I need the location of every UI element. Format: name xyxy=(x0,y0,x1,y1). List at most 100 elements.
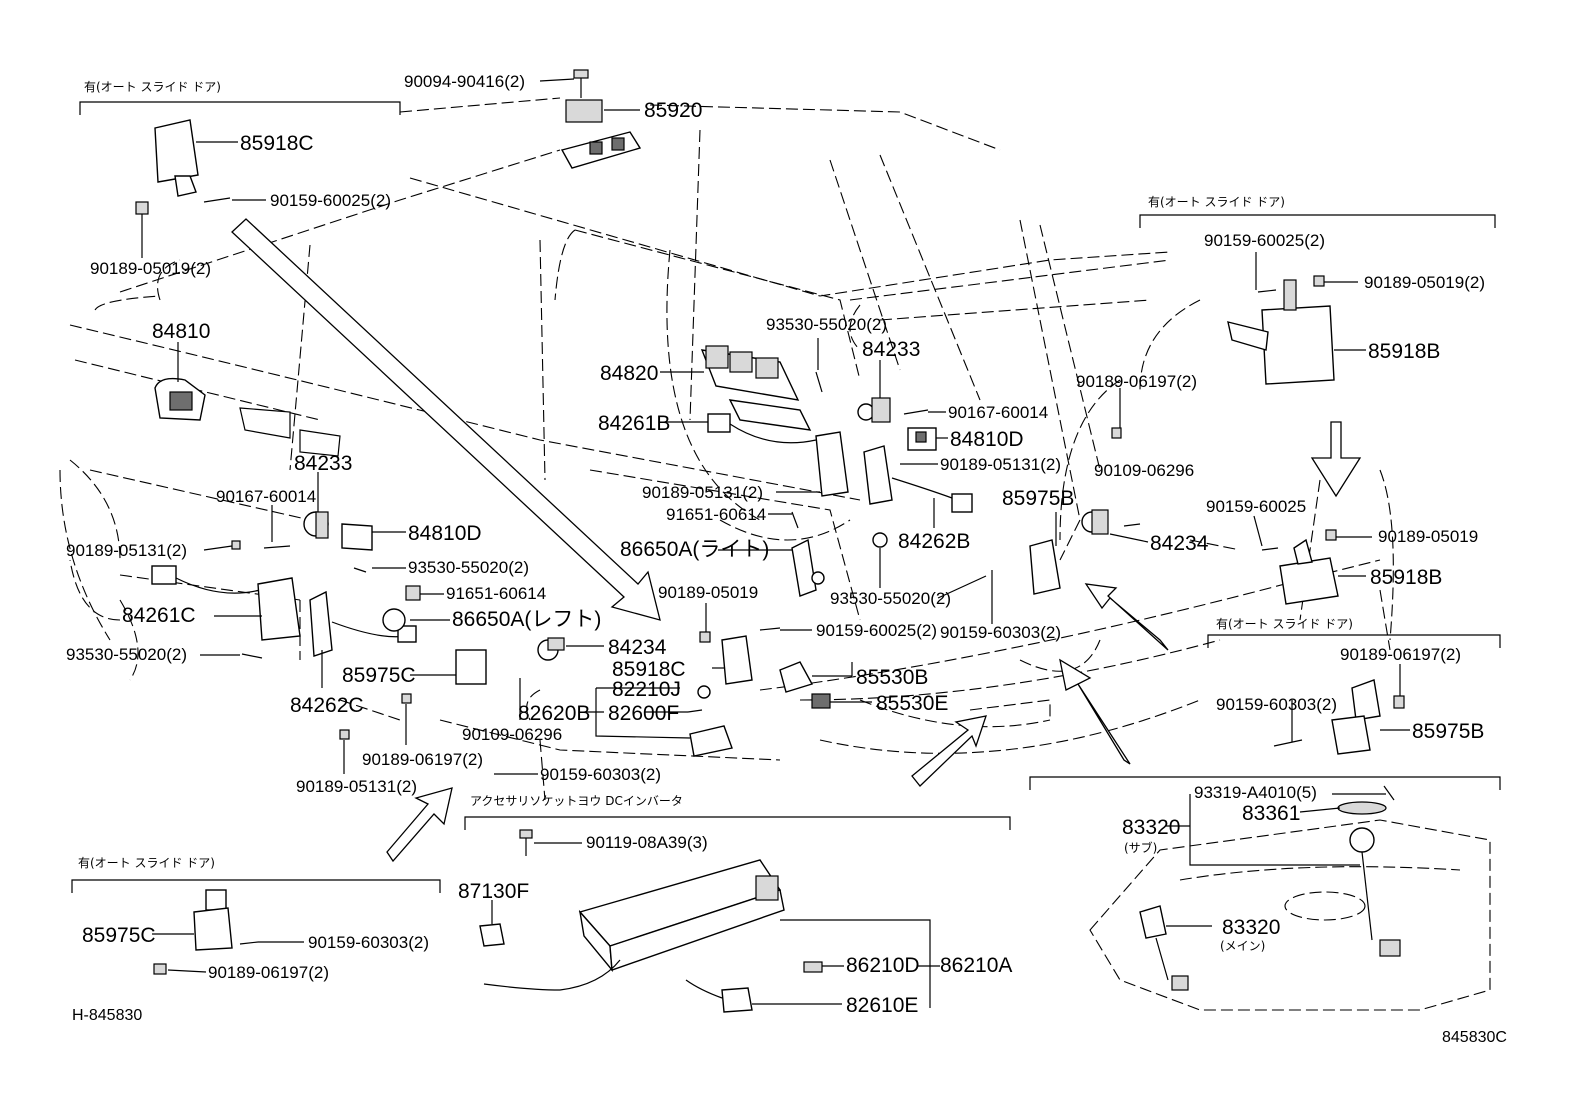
part-label: 83361 xyxy=(1242,802,1300,825)
arrow-up-left-right-1 xyxy=(1084,583,1169,651)
sensor-84233-right xyxy=(857,397,891,423)
part-label: 93530-55020(2) xyxy=(830,589,951,608)
sensor-84234-right xyxy=(1081,509,1109,535)
part-label: 90189-05019 xyxy=(1378,527,1478,546)
part-label: 90159-60025(2) xyxy=(1204,231,1325,250)
part-label: 93530-55020(2) xyxy=(408,558,529,577)
part-label: 90159-60303(2) xyxy=(940,623,1061,642)
part-label: 84820 xyxy=(600,362,658,385)
part-label: 90189-06197(2) xyxy=(208,963,329,982)
part-label: 85918C xyxy=(612,658,686,681)
part-label: 91651-60614 xyxy=(666,505,766,524)
part-label: 85975C xyxy=(82,924,156,947)
part-label: 90159-60025(2) xyxy=(816,621,937,640)
part-label: 85918C xyxy=(240,132,314,155)
part-label: 86210D xyxy=(846,954,920,977)
switch-84810D-right xyxy=(907,427,937,451)
switch-85530B xyxy=(779,661,814,693)
part-label: 84234 xyxy=(608,636,667,659)
part-label: 85530B xyxy=(856,666,928,689)
leader-lines xyxy=(141,78,1410,1008)
part-label: 90189-06197(2) xyxy=(1340,645,1461,664)
part-label-note: (サブ) xyxy=(1124,840,1157,855)
screw-82600F xyxy=(687,709,703,713)
screw-90159-60025-mid xyxy=(759,627,781,631)
clip-90189-left xyxy=(231,540,241,550)
part-labels: 有(オート スライド ドア) 有(オート スライド ドア) 有(オート スライド… xyxy=(66,72,1507,1046)
part-label: 93319-A4010(5) xyxy=(1194,783,1317,802)
part-label: 84234 xyxy=(1150,532,1209,555)
module-85975B-mid xyxy=(1029,539,1061,595)
section-label-auto-slide-door: 有(オート スライド ドア) xyxy=(1216,617,1353,631)
module-85918C-mid xyxy=(721,635,753,685)
part-label: 90189-05019(2) xyxy=(1364,273,1485,292)
part-label: 84262C xyxy=(290,694,364,717)
part-label: 84810D xyxy=(408,522,482,545)
part-label: 85975C xyxy=(342,664,416,687)
part-label: 82620B xyxy=(518,702,590,725)
part-label: 86650A(ライト) xyxy=(620,538,769,561)
module-85918B-low xyxy=(1261,529,1339,605)
part-label: 90167-60014 xyxy=(216,487,316,506)
part-label: 90189-05131(2) xyxy=(296,777,417,796)
part-label: 84261C xyxy=(122,604,196,627)
module-85975C-mid xyxy=(339,649,487,740)
connector-84262B xyxy=(863,445,973,513)
screw-90167-right xyxy=(903,409,929,415)
part-label: 91651-60614 xyxy=(446,584,546,603)
switch-84810D-left xyxy=(341,523,373,551)
part-label: 90167-60014 xyxy=(948,403,1048,422)
bolt-90094 xyxy=(573,69,589,98)
module-85918B-top xyxy=(1227,275,1335,385)
module-85975C-bl xyxy=(153,889,259,975)
part-label: 90189-06197(2) xyxy=(1076,372,1197,391)
part-label: 82610E xyxy=(846,994,918,1017)
arrow-up-left xyxy=(386,787,453,863)
connector-84261C xyxy=(151,565,301,641)
clip-90189-06197-r xyxy=(1111,427,1122,439)
screw-93530-mid xyxy=(353,567,367,573)
part-label: 84262B xyxy=(898,530,970,553)
switch-84810 xyxy=(154,377,206,421)
part-label: 85975B xyxy=(1002,487,1074,510)
part-label: 84233 xyxy=(862,338,920,361)
arrow-up-right-floor xyxy=(911,715,987,787)
part-label: 84810D xyxy=(950,428,1024,451)
door-handle-left xyxy=(239,407,341,457)
lamp-86650A-right xyxy=(791,538,825,597)
part-label: 84233 xyxy=(294,452,352,475)
part-label: 90189-05019 xyxy=(658,583,758,602)
arrow-diagonal-large xyxy=(231,218,661,621)
part-label: 85918B xyxy=(1368,340,1440,363)
lamp-86650A-left xyxy=(382,585,421,632)
part-label: 90109-06296 xyxy=(462,725,562,744)
part-label: 82600F xyxy=(608,702,679,725)
screw-91651-right xyxy=(791,511,799,529)
part-label: 93530-55020(2) xyxy=(766,315,887,334)
arrow-up-left-right-2 xyxy=(1059,658,1131,765)
power-window-switch-84820 xyxy=(700,345,812,431)
vehicle-body-outline xyxy=(59,97,1394,801)
part-label: 84810 xyxy=(152,320,210,343)
part-label: 90159-60303(2) xyxy=(540,765,661,784)
part-label: 83320 xyxy=(1122,816,1180,839)
part-label: 90159-60303(2) xyxy=(308,933,429,952)
direction-arrows xyxy=(231,218,1362,863)
sensor-84234-mid xyxy=(537,637,565,661)
connector-84261B xyxy=(707,413,849,497)
relay-82620B xyxy=(689,725,733,757)
part-label: 90189-06197(2) xyxy=(362,750,483,769)
section-brackets xyxy=(71,101,1501,893)
part-label: 90159-60025 xyxy=(1206,497,1306,516)
part-label: 85530E xyxy=(876,692,948,715)
section-label-auto-slide-door: 有(オート スライド ドア) xyxy=(1148,195,1285,209)
part-label: 90109-06296 xyxy=(1094,461,1194,480)
part-label: 90189-05019(2) xyxy=(90,259,211,278)
module-85920 xyxy=(560,99,642,169)
screw-93530-left xyxy=(241,653,263,659)
part-label: 90094-90416(2) xyxy=(404,72,525,91)
part-label: 83320 xyxy=(1222,916,1280,939)
part-label: 90119-08A39(3) xyxy=(586,833,708,852)
part-label: 86210A xyxy=(940,954,1012,977)
